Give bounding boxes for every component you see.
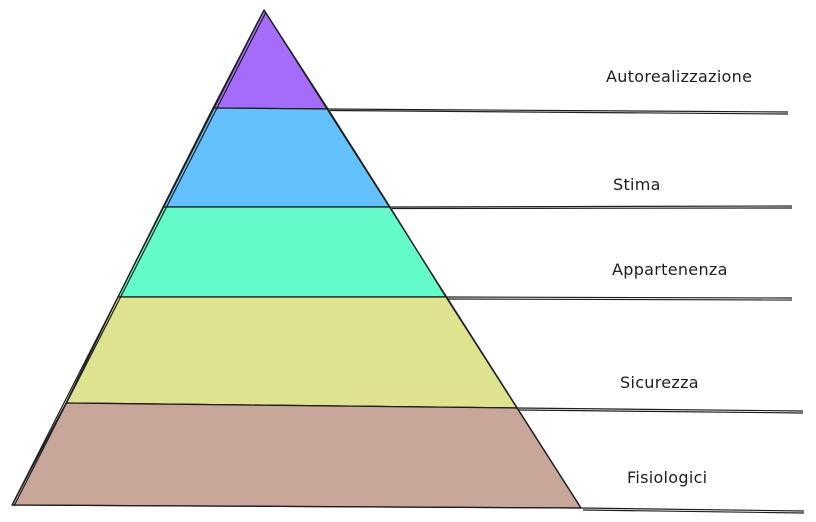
- level-label-appartenenza: Appartenenza: [612, 260, 728, 279]
- level-label-stima: Stima: [613, 175, 661, 194]
- pyramid-level-fisiologici: Fisiologici: [11, 402, 805, 514]
- pyramid-band-fisiologici: [11, 402, 582, 509]
- pyramid-band-appartenenza: [117, 206, 447, 298]
- pyramid-band-sicurezza: [65, 296, 518, 409]
- pyramid-level-autorealizzazione: Autorealizzazione: [212, 9, 789, 115]
- pyramid-level-sicurezza: Sicurezza: [65, 296, 804, 414]
- level-label-sicurezza: Sicurezza: [620, 373, 699, 392]
- level-label-autorealizzazione: Autorealizzazione: [606, 67, 752, 86]
- pyramid-level-appartenenza: Appartenenza: [117, 206, 793, 301]
- pyramid-band-autorealizzazione: [212, 9, 329, 110]
- pyramid-outline: [11, 9, 582, 509]
- pyramid-band-stima: [162, 107, 391, 208]
- pyramid-level-stima: Stima: [162, 107, 793, 210]
- level-label-fisiologici: Fisiologici: [627, 468, 707, 487]
